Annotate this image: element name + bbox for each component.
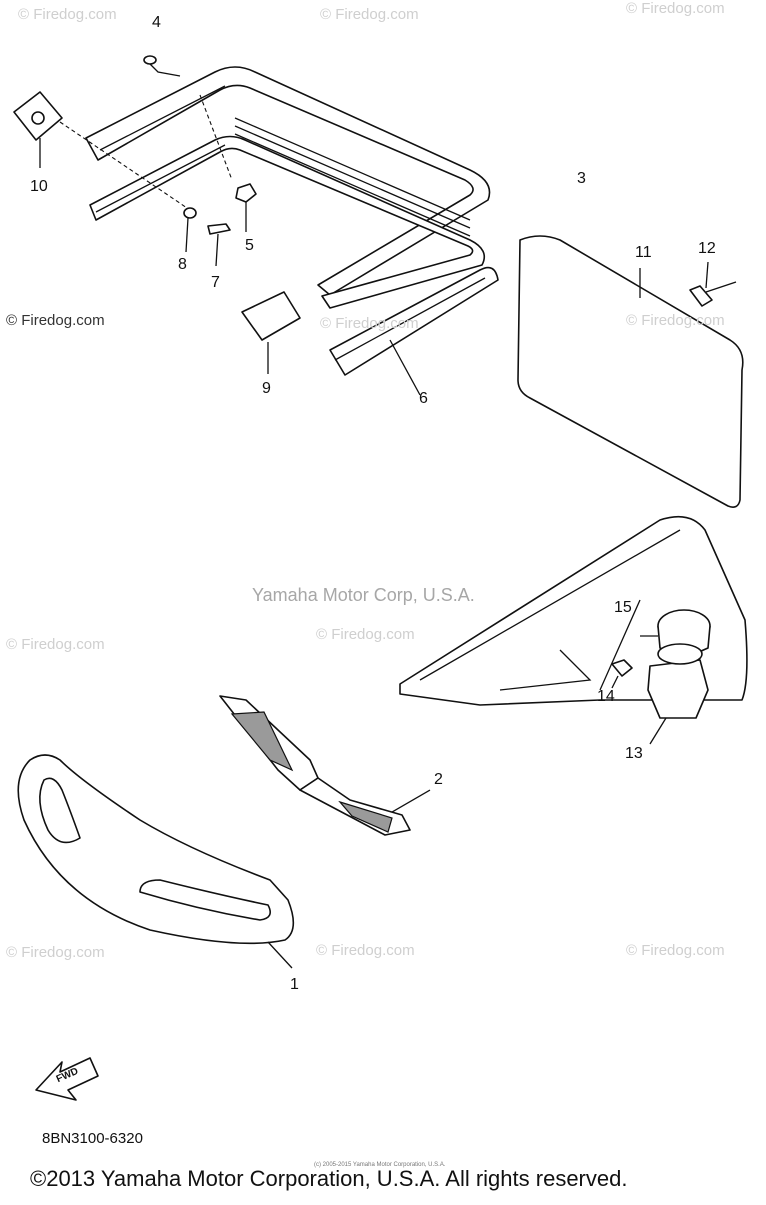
callout-13: 13 [625, 745, 643, 762]
firedog-watermark: © Firedog.com [6, 636, 105, 653]
callout-5: 5 [245, 237, 254, 254]
tiny-notice: (c) 2005-2015 Yamaha Motor Corporation, … [314, 1162, 446, 1168]
callout-8: 8 [178, 256, 187, 273]
firedog-watermark: © Firedog.com [316, 626, 415, 643]
part-12-fastener [689, 261, 737, 307]
copyright-notice: ©2013 Yamaha Motor Corporation, U.S.A. A… [30, 1166, 628, 1191]
callout-15: 15 [614, 599, 632, 616]
callout-10: 10 [30, 178, 48, 195]
part-6-strip [329, 266, 499, 396]
firedog-watermark: © Firedog.com [18, 6, 117, 23]
firedog-watermark: © Firedog.com [626, 942, 725, 959]
callout-1: 1 [290, 976, 299, 993]
part-2-strap [219, 695, 431, 836]
part-4-bolt [143, 55, 181, 77]
part-9-pad [241, 291, 301, 374]
firedog-watermark: © Firedog.com [320, 6, 419, 23]
callout-3: 3 [577, 170, 586, 187]
yamaha-watermark: Yamaha Motor Corp, U.S.A. [252, 585, 475, 605]
fwd-arrow [35, 1057, 99, 1101]
diagram-code: 8BN3100-6320 [42, 1130, 143, 1147]
small-hardware [183, 183, 257, 267]
part-3-frame [85, 66, 491, 309]
firedog-watermark: © Firedog.com [6, 312, 105, 329]
part-1-handle [17, 754, 295, 969]
part-11-panel [517, 235, 744, 508]
callout-11: 11 [635, 244, 652, 261]
firedog-watermark: © Firedog.com [626, 0, 725, 17]
callout-6: 6 [419, 390, 428, 407]
hull-fittings [611, 609, 711, 745]
firedog-watermark: © Firedog.com [316, 942, 415, 959]
callout-7: 7 [211, 274, 220, 291]
firedog-watermark: © Firedog.com [6, 944, 105, 961]
callout-12: 12 [698, 240, 716, 257]
part-10-bracket [13, 91, 191, 211]
callout-9: 9 [262, 380, 271, 397]
callout-4: 4 [152, 14, 161, 31]
firedog-watermark: © Firedog.com [320, 315, 419, 332]
callout-14: 14 [597, 688, 615, 705]
callout-2: 2 [434, 771, 443, 788]
firedog-watermark: © Firedog.com [626, 312, 725, 329]
